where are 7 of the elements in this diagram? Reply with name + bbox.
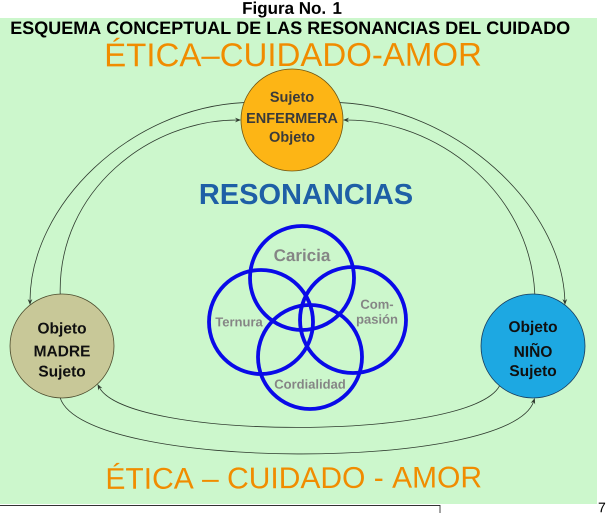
figure-caption: Figura No. 1 xyxy=(243,2,342,18)
arched-text: ÉTICA – CUIDADO - AMOR xyxy=(108,462,481,489)
ring: Com- pasión xyxy=(298,265,408,375)
ring: Ternura xyxy=(207,268,315,376)
page-number: 7 xyxy=(598,502,606,512)
title: ESQUEMA CONCEPTUAL DE LAS RESONANCIAS DEL CUIDADO xyxy=(11,21,570,38)
heading: RESONANCIAS xyxy=(200,184,412,204)
